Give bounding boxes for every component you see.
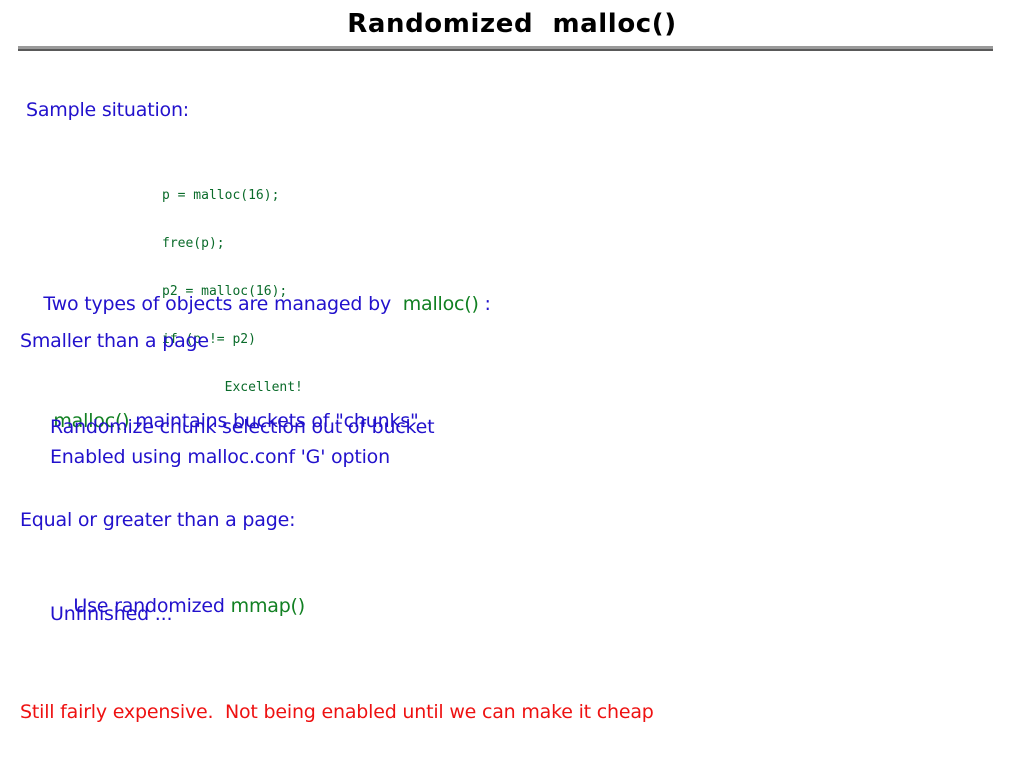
line-two-types-prefix: Two types of objects are managed by bbox=[43, 293, 403, 315]
bullet-randomize-chunk: Randomize chunk selection out of bucket bbox=[50, 416, 435, 438]
bullet-use-randomized-mmap: Use randomized mmap() bbox=[50, 573, 305, 639]
page-title: Randomized malloc() bbox=[347, 9, 677, 39]
line-two-types-suffix: : bbox=[478, 293, 491, 315]
code-line: if (p != p2) bbox=[162, 332, 256, 347]
heading-sample-situation: Sample situation: bbox=[26, 99, 189, 121]
bullet-unfinished: Unfinished ... bbox=[50, 603, 173, 625]
heading-smaller-than-page: Smaller than a page bbox=[20, 330, 209, 352]
code-line: p = malloc(16); bbox=[162, 188, 280, 203]
code-line: free(p); bbox=[162, 236, 225, 251]
footer-note: Still fairly expensive. Not being enable… bbox=[20, 701, 654, 723]
bullet-enabled-mallocconf: Enabled using malloc.conf 'G' option bbox=[50, 446, 390, 468]
inline-code-malloc: malloc() bbox=[53, 410, 130, 432]
title-divider bbox=[18, 46, 993, 51]
bullet-mmap-prefix: Use randomized bbox=[73, 595, 231, 617]
inline-code-malloc: malloc() bbox=[402, 293, 479, 315]
bullet-malloc-buckets: malloc() maintains buckets of "chunks" bbox=[30, 388, 419, 454]
heading-equal-or-greater: Equal or greater than a page: bbox=[20, 509, 296, 531]
code-line: Excellent! bbox=[162, 380, 303, 395]
line-two-types: Two types of objects are managed by mall… bbox=[20, 271, 491, 337]
code-block-sample: p = malloc(16); free(p); p2 = malloc(16)… bbox=[162, 156, 303, 428]
bullet-malloc-buckets-text: maintains buckets of "chunks" bbox=[129, 410, 419, 432]
code-line: p2 = malloc(16); bbox=[162, 284, 288, 299]
inline-code-mmap: mmap() bbox=[230, 595, 306, 617]
